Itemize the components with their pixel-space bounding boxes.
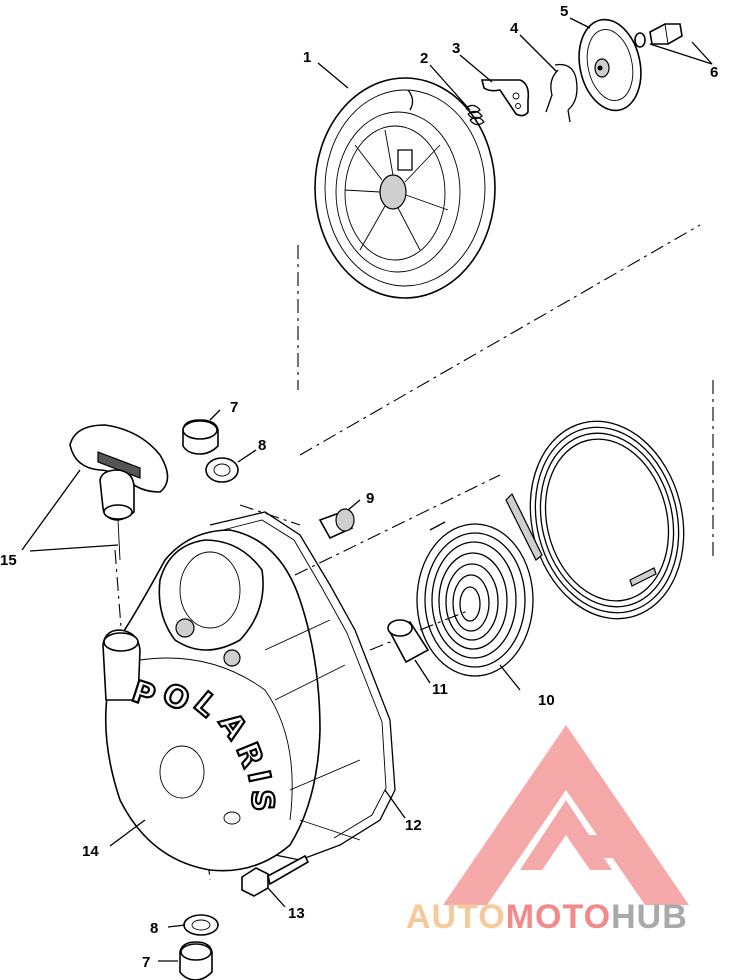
svg-text:AUTOMOTOHUB: AUTOMOTOHUB <box>406 898 688 936</box>
callout-15: 15 <box>0 552 17 569</box>
watermark-text-part2: MOTO <box>506 898 611 936</box>
callout-7-bottom: 7 <box>142 954 150 971</box>
callout-5: 5 <box>560 3 568 20</box>
callout-2: 2 <box>420 50 428 67</box>
watermark-text-part3: HUB <box>611 898 688 936</box>
small-spring <box>465 104 485 126</box>
recoil-spring <box>416 521 534 677</box>
callout-8-bottom: 8 <box>150 920 158 937</box>
callout-13: 13 <box>288 905 305 922</box>
plug-bottom <box>179 941 213 980</box>
callout-8-top: 8 <box>258 437 266 454</box>
callout-leader-lines <box>21 17 713 962</box>
callout-11: 11 <box>432 681 448 698</box>
friction-spring <box>545 63 578 123</box>
housing-bolt <box>241 854 310 897</box>
starter-housing <box>102 511 396 872</box>
pawl <box>480 79 530 117</box>
watermark-text: AUTOMOTOHUB <box>406 898 688 936</box>
callout-7-top: 7 <box>230 399 238 416</box>
cap-top <box>182 419 219 455</box>
bushing <box>318 508 355 540</box>
callout-6: 6 <box>710 64 718 81</box>
washer-top <box>205 457 239 483</box>
starter-rope-coil <box>505 420 685 620</box>
pulley <box>314 77 496 299</box>
callout-14: 14 <box>82 843 99 860</box>
watermark-logo <box>443 725 689 905</box>
brand-letter-7: S <box>244 789 280 812</box>
watermark-text-part1: AUTO <box>406 898 506 936</box>
callout-4: 4 <box>510 20 519 37</box>
callout-1: 1 <box>303 49 311 66</box>
callout-numbers: 1 2 3 4 5 6 7 8 9 10 11 12 13 14 15 8 7 <box>0 3 718 971</box>
friction-plate <box>578 18 642 112</box>
callout-3: 3 <box>452 40 460 57</box>
bolt-and-washer <box>634 23 683 48</box>
washer-bottom <box>183 914 219 936</box>
callout-12: 12 <box>405 817 422 834</box>
watermark-triangle <box>443 725 689 905</box>
callout-9: 9 <box>366 490 374 507</box>
sleeve <box>387 619 430 664</box>
starter-handle <box>69 424 169 561</box>
callout-10: 10 <box>538 692 555 709</box>
